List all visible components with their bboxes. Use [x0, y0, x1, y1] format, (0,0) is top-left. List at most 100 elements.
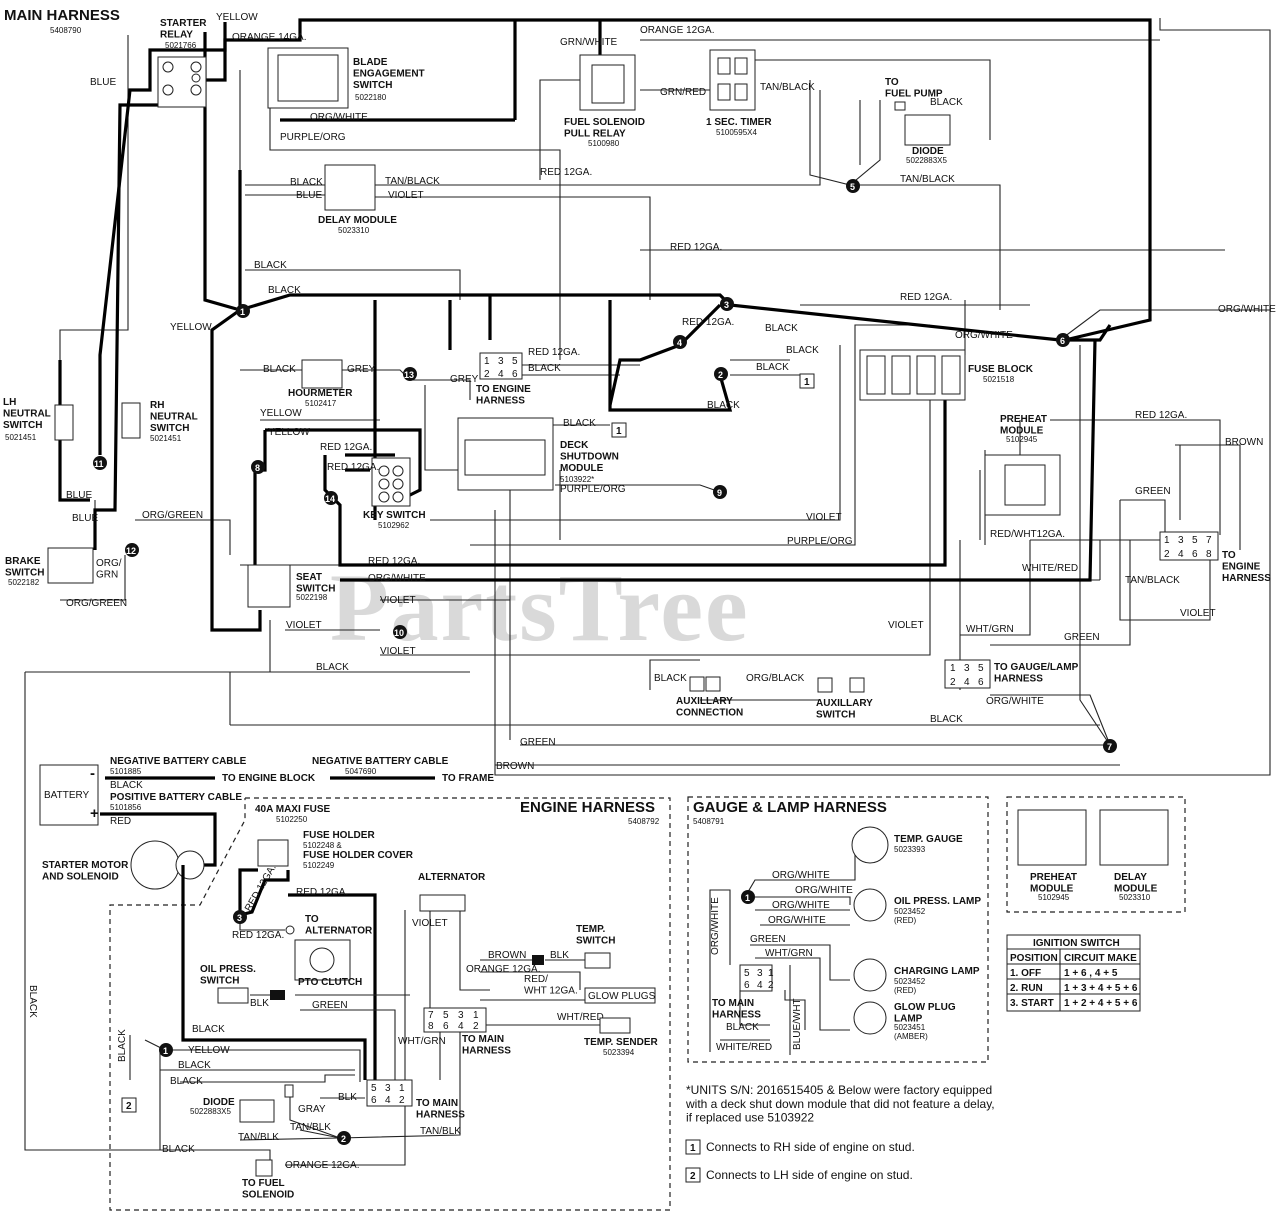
svg-text:5102249: 5102249: [303, 861, 335, 870]
svg-text:FUSE HOLDER: FUSE HOLDER: [303, 830, 375, 841]
svg-text:4: 4: [1178, 549, 1184, 560]
svg-text:ORG/GREEN: ORG/GREEN: [142, 510, 203, 521]
svg-text:40A MAXI FUSE: 40A MAXI FUSE: [255, 804, 331, 815]
node-4: [673, 335, 687, 349]
svg-text:BLACK: BLACK: [528, 363, 561, 374]
svg-text:GREEN: GREEN: [312, 1000, 348, 1011]
svg-text:1: 1: [484, 356, 490, 367]
svg-text:BROWN: BROWN: [496, 761, 534, 772]
notes: *UNITS S/N: 2016515405 & Below were fact…: [685, 1083, 995, 1183]
hourmeter-name: HOURMETER: [288, 388, 353, 399]
svg-text:7: 7: [1206, 535, 1212, 546]
svg-text:ORG/WHITE: ORG/WHITE: [772, 900, 830, 911]
svg-text:GRAY: GRAY: [298, 1104, 326, 1115]
svg-text:(RED): (RED): [894, 986, 917, 995]
svg-text:ORANGE 12GA.: ORANGE 12GA.: [285, 1160, 359, 1171]
node-13: [403, 367, 417, 381]
fuse-block: FUSE BLOCK 5021518: [859, 349, 1034, 401]
key-switch-part: 5102962: [378, 521, 410, 530]
svg-text:ORG/GRN: ORG/GRN: [96, 558, 122, 581]
svg-text:GREEN: GREEN: [1064, 632, 1100, 643]
svg-text:ORG/WHITE: ORG/WHITE: [710, 897, 721, 955]
svg-text:GRN/RED: GRN/RED: [660, 87, 706, 98]
svg-text:2: 2: [1164, 549, 1170, 560]
svg-text:BLACK: BLACK: [268, 285, 301, 296]
svg-text:RED 12GA.: RED 12GA.: [232, 930, 284, 941]
svg-text:ORANGE 12GA.: ORANGE 12GA.: [640, 25, 714, 36]
svg-text:3: 3: [385, 1083, 391, 1094]
svg-text:VIOLET: VIOLET: [286, 620, 322, 631]
svg-text:6: 6: [978, 677, 984, 688]
diode-main: DIODE 5022883X5: [904, 114, 951, 165]
node-1: [236, 304, 250, 318]
svg-text:YELLOW: YELLOW: [260, 408, 302, 419]
svg-text:5022883X5: 5022883X5: [190, 1107, 231, 1116]
svg-text:ORG/WHITE: ORG/WHITE: [768, 915, 826, 926]
svg-text:RED 12GA.: RED 12GA.: [528, 347, 580, 358]
node-13-label: 13: [404, 370, 414, 380]
svg-text:RED: RED: [110, 816, 131, 827]
svg-text:3: 3: [1178, 535, 1184, 546]
svg-text:TAN/BLK: TAN/BLK: [238, 1132, 279, 1143]
svg-text:POSITION: POSITION: [1010, 953, 1058, 964]
svg-text:2: 2: [126, 1101, 132, 1112]
node-7: [1103, 739, 1117, 753]
gauge-harness-title: GAUGE & LAMP HARNESS: [693, 799, 887, 816]
svg-text:RED 12GA.: RED 12GA.: [540, 167, 592, 178]
svg-text:BLACK: BLACK: [254, 260, 287, 271]
svg-text:1: 1: [399, 1083, 405, 1094]
svg-text:Connects to RH side of engine: Connects to RH side of engine on stud.: [706, 1140, 915, 1154]
svg-text:(AMBER): (AMBER): [894, 1032, 928, 1041]
svg-text:VIOLET: VIOLET: [806, 512, 842, 523]
svg-text:BLACK: BLACK: [786, 345, 819, 356]
node-1-label: 1: [240, 307, 245, 317]
svg-text:ORG/WHITE: ORG/WHITE: [955, 330, 1013, 341]
to-frame: TO FRAME: [442, 773, 494, 784]
svg-text:2: 2: [690, 1171, 696, 1182]
engine-harness: ENGINE HARNESS 5408792 40A MAXI FUSE 510…: [109, 797, 671, 1211]
svg-text:1 + 6 , 4 + 5: 1 + 6 , 4 + 5: [1064, 968, 1118, 979]
svg-text:BLACK: BLACK: [162, 1144, 195, 1155]
svg-text:ORG/WHITE: ORG/WHITE: [368, 573, 426, 584]
svg-text:1: 1: [690, 1143, 696, 1154]
svg-text:WHITE/RED: WHITE/RED: [716, 1042, 772, 1053]
svg-text:CHARGING LAMP: CHARGING LAMP: [894, 966, 980, 977]
svg-text:BLACK: BLACK: [930, 97, 963, 108]
node-9: [713, 485, 727, 499]
svg-text:GREEN: GREEN: [1135, 486, 1171, 497]
units-note: *UNITS S/N: 2016515405 & Below were fact…: [685, 1083, 995, 1125]
svg-text:1: 1: [950, 663, 956, 674]
main-harness-thick-wires: [58, 18, 1152, 632]
svg-text:2: 2: [950, 677, 956, 688]
svg-text:BLACK: BLACK: [707, 400, 740, 411]
svg-text:WHT/GRN: WHT/GRN: [398, 1036, 446, 1047]
diode-main-name: DIODE: [912, 146, 944, 157]
svg-text:Connects to LH side of engine: Connects to LH side of engine on stud.: [706, 1168, 913, 1182]
svg-text:BLK: BLK: [550, 950, 569, 961]
svg-text:PURPLE/ORG: PURPLE/ORG: [280, 132, 346, 143]
svg-text:BLUE: BLUE: [296, 190, 322, 201]
blade-switch-part: 5022180: [355, 93, 387, 102]
delay-module-part: 5023310: [338, 226, 370, 235]
svg-text:RED 12GA.: RED 12GA.: [296, 887, 348, 898]
svg-text:BLACK: BLACK: [290, 177, 323, 188]
svg-text:-: -: [90, 765, 95, 782]
svg-text:5023451: 5023451: [894, 1023, 926, 1032]
svg-text:+: +: [90, 805, 99, 822]
